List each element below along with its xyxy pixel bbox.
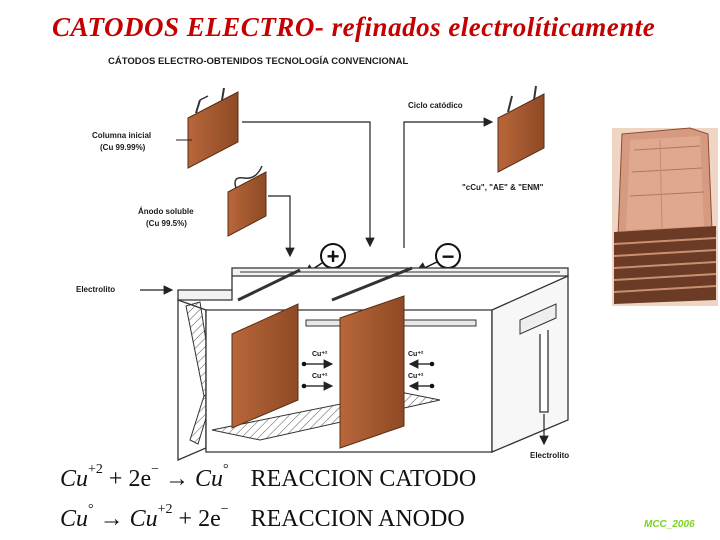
- cathode-cu-1: Cu: [60, 466, 89, 492]
- anode-reaction-equation: Cu° → Cu+2 + 2e−REACCION ANODO: [60, 502, 465, 533]
- plus-sign-icon: +: [320, 243, 346, 269]
- cathode-cu-2: Cu: [195, 466, 224, 492]
- anode-label-1: Ánodo soluble: [138, 207, 194, 216]
- cathode-electrons: + 2e: [102, 466, 152, 492]
- ion-label-3: Cu⁺²: [408, 351, 424, 358]
- ion-label-2: Cu⁺²: [312, 373, 328, 380]
- svg-text:+: +: [327, 244, 340, 269]
- cycle-products: "cCu", "AE" & "ENM": [462, 183, 544, 192]
- anode-zero: °: [88, 502, 94, 517]
- cathode-plate-in-cell: [331, 266, 413, 449]
- anode-reaction-label: REACCION ANODO: [250, 506, 465, 532]
- cathode-reaction-label: REACCION CATODO: [250, 466, 477, 492]
- flow-arrow-cycle: [403, 117, 494, 248]
- soluble-anode: [227, 165, 267, 237]
- svg-text:−: −: [442, 244, 455, 269]
- anode-arrow: →: [93, 506, 130, 532]
- title-part1: CATODOS ELECTRO-: [52, 12, 325, 42]
- title-part2: refinados electrolíticamente: [324, 12, 656, 42]
- footer-tag: MCC_2006: [644, 519, 695, 530]
- minus-sign-icon: −: [435, 243, 461, 269]
- anode-plate-in-cell: [231, 268, 301, 429]
- copper-cathode-stack-photo: [612, 127, 718, 306]
- cathode-zero: °: [223, 462, 229, 477]
- starter-sheet: [187, 87, 239, 169]
- starter-label-2: (Cu 99.99%): [100, 143, 146, 152]
- diagram-heading: CÁTODOS ELECTRO-OBTENIDOS TECNOLOGÍA CON…: [108, 56, 409, 67]
- flow-arrow-anode: [268, 195, 295, 258]
- anode-electrons: + 2e: [172, 506, 221, 532]
- cathode-reaction-equation: Cu+2 + 2e− → Cu°REACCION CATODO: [60, 462, 477, 493]
- electrolyte-in-label: Electrolito: [76, 285, 115, 294]
- slide-title: CATODOS ELECTRO- refinados electrolítica…: [52, 12, 655, 43]
- cathode-cycle-sheet: [497, 85, 545, 173]
- cathode-electron-sign: −: [151, 462, 160, 477]
- anode-cu-2: Cu: [129, 506, 158, 532]
- cycle-label: Ciclo catódico: [408, 101, 463, 110]
- anode-label-2: (Cu 99.5%): [146, 219, 187, 228]
- ion-arrows: [301, 359, 435, 391]
- cathode-charge-1: +2: [88, 462, 103, 477]
- anode-charge: +2: [157, 502, 173, 517]
- ion-label-4: Cu⁺²: [408, 373, 424, 380]
- anode-electron-sign: −: [220, 502, 229, 517]
- flow-arrow-starter: [242, 121, 375, 248]
- cathode-arrow: →: [159, 466, 196, 492]
- anode-cu-1: Cu: [60, 506, 89, 532]
- ion-label-1: Cu⁺²: [312, 351, 328, 358]
- starter-label-1: Columna inicial: [92, 131, 151, 140]
- electrolyte-out-label: Electrolito: [530, 451, 569, 460]
